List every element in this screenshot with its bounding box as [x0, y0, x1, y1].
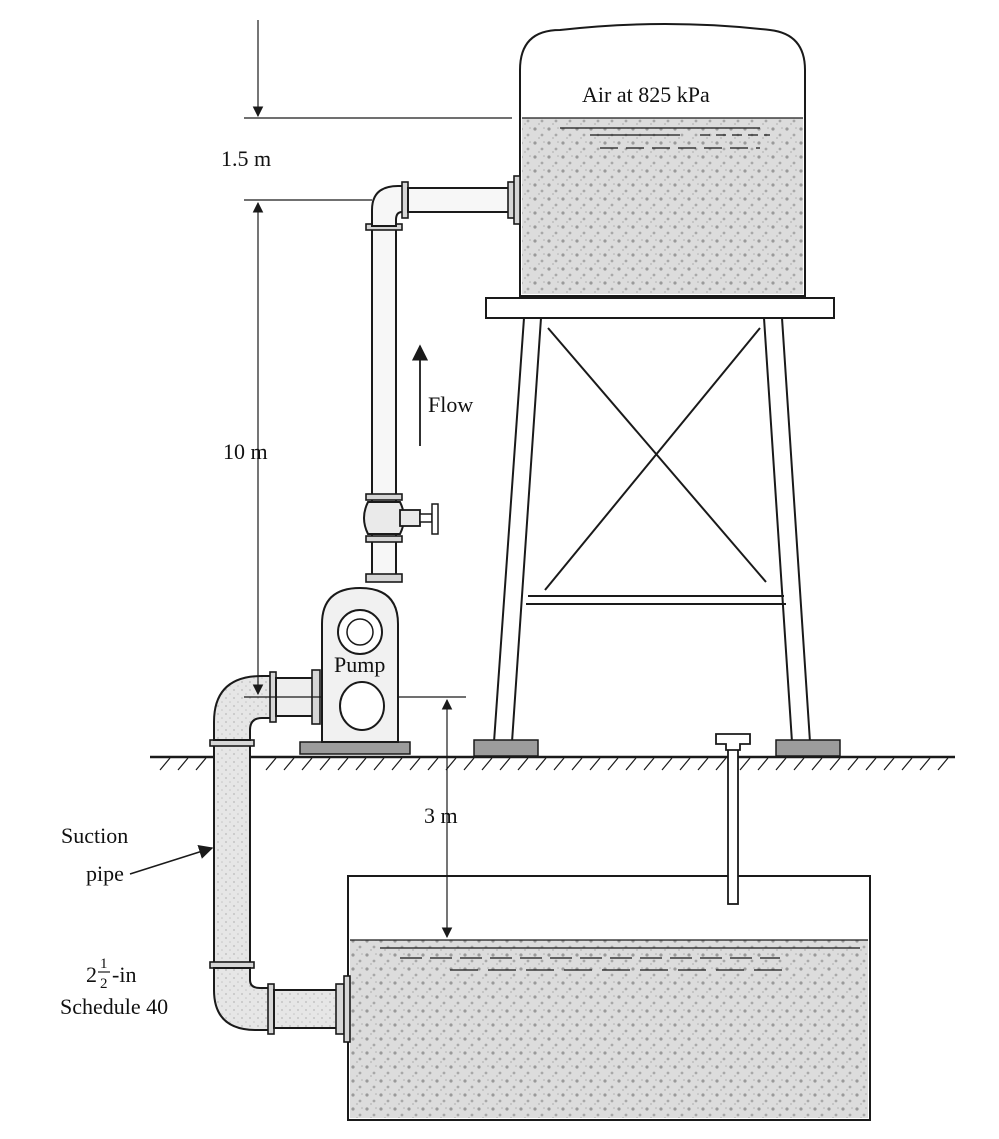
suction-pointer [129, 845, 214, 875]
suction-pipe [209, 669, 351, 1043]
dim-10m: 10 m [223, 439, 268, 464]
ground-line [150, 755, 955, 771]
elevated-tank [519, 23, 806, 297]
pipe-size-numerator: 1 [100, 956, 108, 972]
pipe-size-denominator: 2 [100, 976, 108, 992]
suction-label-1: Suction [61, 823, 128, 848]
suction-label-2: pipe [86, 861, 124, 886]
discharge-pipe [363, 175, 521, 583]
pipe-size-unit: -in [112, 962, 136, 987]
pipe-schedule-label: Schedule 40 [60, 994, 168, 1019]
pump-body [299, 586, 411, 755]
tower-stand [473, 297, 841, 757]
dimension-lines [244, 20, 512, 939]
air-pressure-label: Air at 825 kPa [582, 82, 710, 107]
flow-label: Flow [428, 392, 473, 417]
dim-1-5m: 1.5 m [221, 146, 271, 171]
dim-3m: 3 m [424, 803, 458, 828]
pipe-size-whole: 2 [86, 962, 97, 987]
pump-label: Pump [334, 652, 385, 677]
underground-tank [347, 733, 871, 1121]
